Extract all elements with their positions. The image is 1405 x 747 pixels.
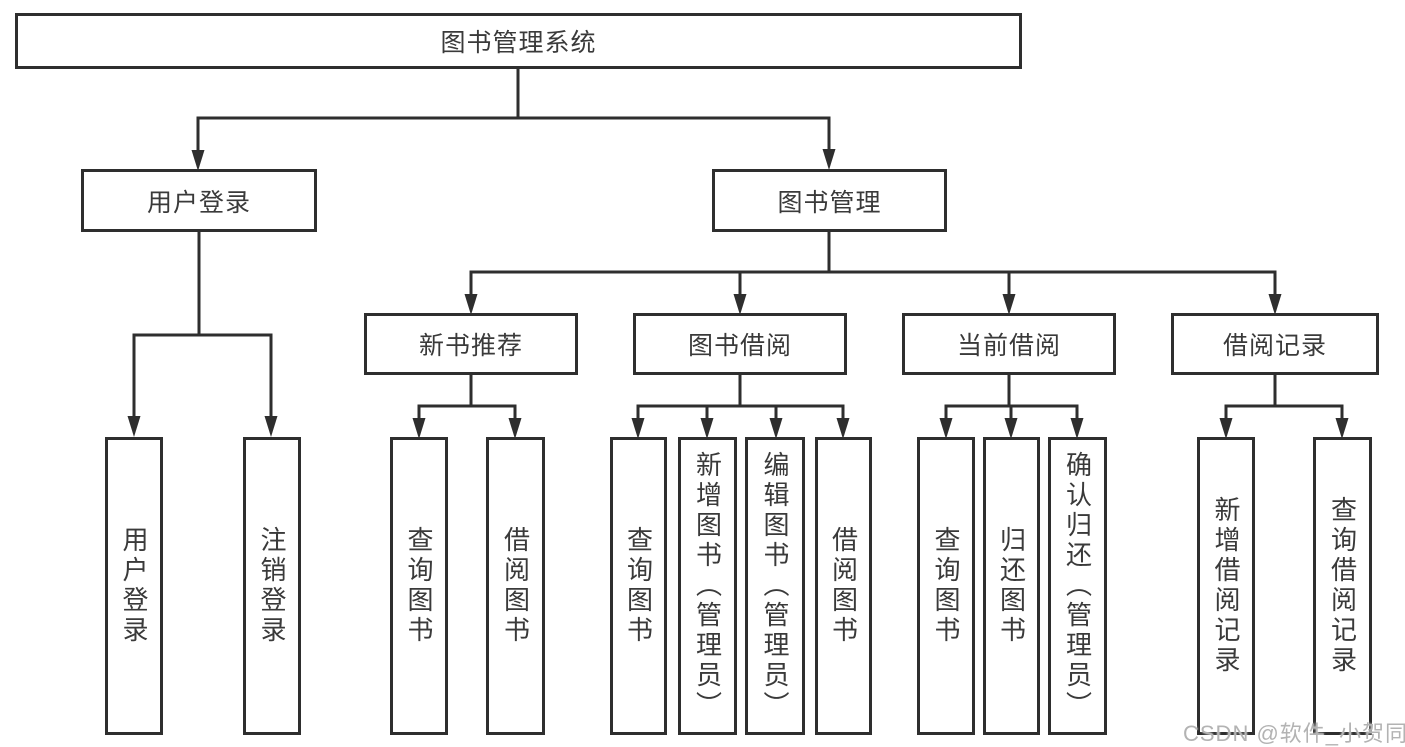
leaf-return-books: 归还图书 bbox=[983, 437, 1040, 735]
node-current-borrowing: 当前借阅 bbox=[902, 313, 1116, 375]
leaf-edit-books-admin: 编辑图书（管理员） bbox=[745, 437, 805, 735]
node-library-system: 图书管理系统 bbox=[15, 13, 1022, 69]
leaf-add-books-admin: 新增图书（管理员） bbox=[678, 437, 737, 735]
node-book-borrowing: 图书借阅 bbox=[633, 313, 847, 375]
leaf-confirm-return-admin: 确认归还（管理员） bbox=[1048, 437, 1107, 735]
node-library-system-label: 图书管理系统 bbox=[440, 29, 597, 57]
node-book-borrowing-label: 图书借阅 bbox=[687, 332, 792, 360]
leaf-query-books-recommend: 查询图书 bbox=[390, 437, 448, 735]
node-new-book-recommend: 新书推荐 bbox=[364, 313, 578, 375]
node-book-management-label: 图书管理 bbox=[777, 188, 882, 217]
leaf-query-books-borrowing: 查询图书 bbox=[610, 437, 667, 735]
leaf-query-books-current: 查询图书 bbox=[917, 437, 975, 735]
node-current-borrowing-label: 当前借阅 bbox=[956, 332, 1061, 360]
leaf-query-borrow-record: 查询借阅记录 bbox=[1313, 437, 1372, 735]
node-borrowing-records-label: 借阅记录 bbox=[1222, 332, 1327, 360]
leaf-logout: 注销登录 bbox=[243, 437, 301, 735]
node-book-management: 图书管理 bbox=[712, 169, 947, 232]
node-user-login-label: 用户登录 bbox=[146, 188, 251, 217]
leaf-borrow-books-borrowing: 借阅图书 bbox=[815, 437, 872, 735]
leaf-add-borrow-record: 新增借阅记录 bbox=[1197, 437, 1255, 735]
node-new-book-recommend-label: 新书推荐 bbox=[418, 332, 523, 360]
node-borrowing-records: 借阅记录 bbox=[1171, 313, 1379, 375]
leaf-user-login: 用户登录 bbox=[105, 437, 163, 735]
watermark: CSDN @软件_小贺同学 bbox=[1183, 721, 1405, 746]
leaf-borrow-books-recommend: 借阅图书 bbox=[486, 437, 545, 735]
node-user-login: 用户登录 bbox=[81, 169, 317, 232]
